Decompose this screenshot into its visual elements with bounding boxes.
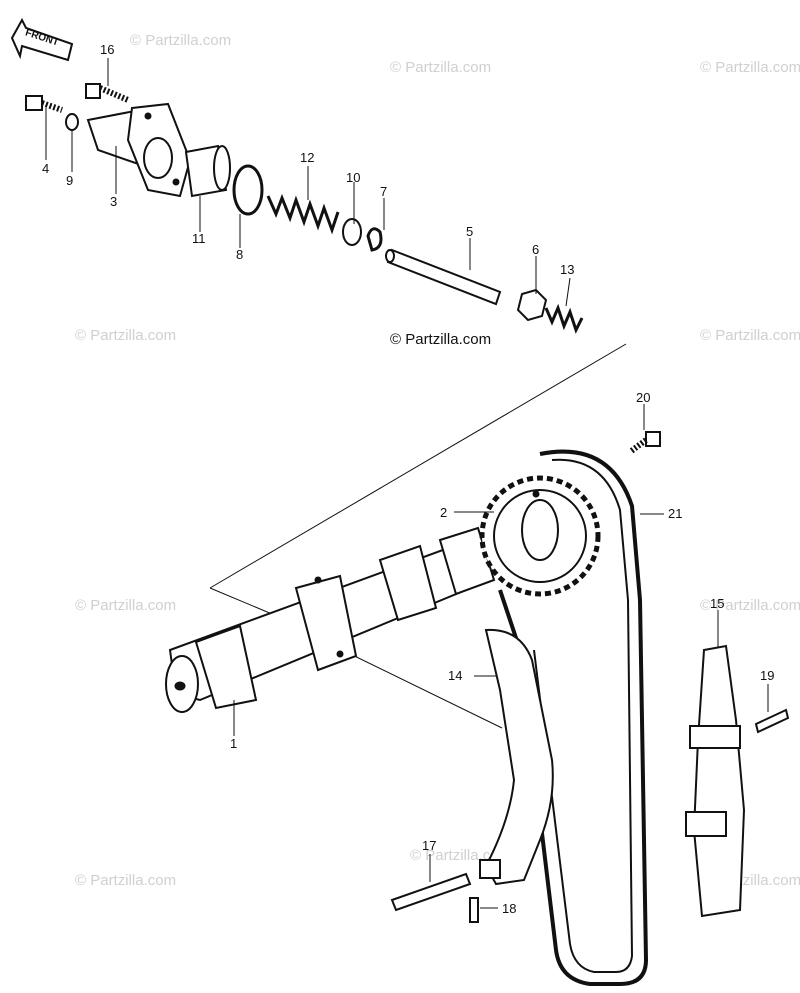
callout-14: 14	[448, 668, 462, 683]
callout-5: 5	[466, 224, 473, 239]
chain-21	[498, 449, 649, 986]
bolt-16	[85, 83, 130, 103]
callout-9: 9	[66, 173, 73, 188]
callout-12: 12	[300, 150, 314, 165]
callout-7: 7	[380, 184, 387, 199]
pin-19	[754, 708, 790, 734]
leader-lines	[45, 58, 769, 909]
callout-10: 10	[346, 170, 360, 185]
bolt-20	[628, 431, 661, 455]
spring-12	[266, 193, 340, 235]
center-watermark: © Partzilla.com	[390, 331, 491, 348]
sprocket-2	[479, 475, 601, 597]
guide-lines	[209, 343, 627, 729]
watermark: © Partzilla.com	[700, 327, 800, 344]
camshaft-1	[165, 526, 498, 713]
watermark: © Partzilla.com	[390, 59, 491, 76]
callout-19: 19	[760, 668, 774, 683]
spring-13	[544, 303, 584, 334]
watermarks: © Partzilla.com © Partzilla.com © Partzi…	[75, 32, 800, 889]
callouts: 16 4 9 3 11 8 12 10 7 5 6 13 20 2 21 15 …	[42, 42, 774, 916]
front-arrow: FRONT	[10, 17, 74, 62]
callout-1: 1	[230, 736, 237, 751]
watermark: © Partzilla.com	[75, 597, 176, 614]
nut-6	[516, 288, 548, 322]
rod-5	[385, 248, 502, 306]
watermark: © Partzilla.com	[75, 872, 176, 889]
washer-10	[342, 218, 362, 246]
chain-guide-14	[479, 628, 554, 886]
pin-17	[390, 872, 472, 912]
callout-17: 17	[422, 838, 436, 853]
bolt-4	[25, 95, 63, 113]
tensioner-housing-3	[86, 102, 192, 198]
callout-3: 3	[110, 194, 117, 209]
callout-21: 21	[668, 506, 682, 521]
washer-9	[65, 113, 79, 131]
callout-20: 20	[636, 390, 650, 405]
sleeve-11	[184, 144, 231, 198]
watermark: © Partzilla.com	[700, 597, 800, 614]
callout-16: 16	[100, 42, 114, 57]
callout-2: 2	[440, 505, 447, 520]
callout-8: 8	[236, 247, 243, 262]
callout-6: 6	[532, 242, 539, 257]
pin-18	[469, 897, 479, 923]
callout-4: 4	[42, 161, 49, 176]
callout-11: 11	[192, 231, 206, 246]
clip-7	[366, 227, 383, 252]
watermark: © Partzilla.com	[130, 32, 231, 49]
o-ring-8	[232, 164, 264, 216]
callout-15: 15	[710, 596, 724, 611]
chain-guide-15	[685, 644, 746, 918]
watermark: © Partzilla.com	[75, 327, 176, 344]
watermark: © Partzilla.com	[700, 59, 800, 76]
callout-13: 13	[560, 262, 574, 277]
callout-18: 18	[502, 901, 516, 916]
